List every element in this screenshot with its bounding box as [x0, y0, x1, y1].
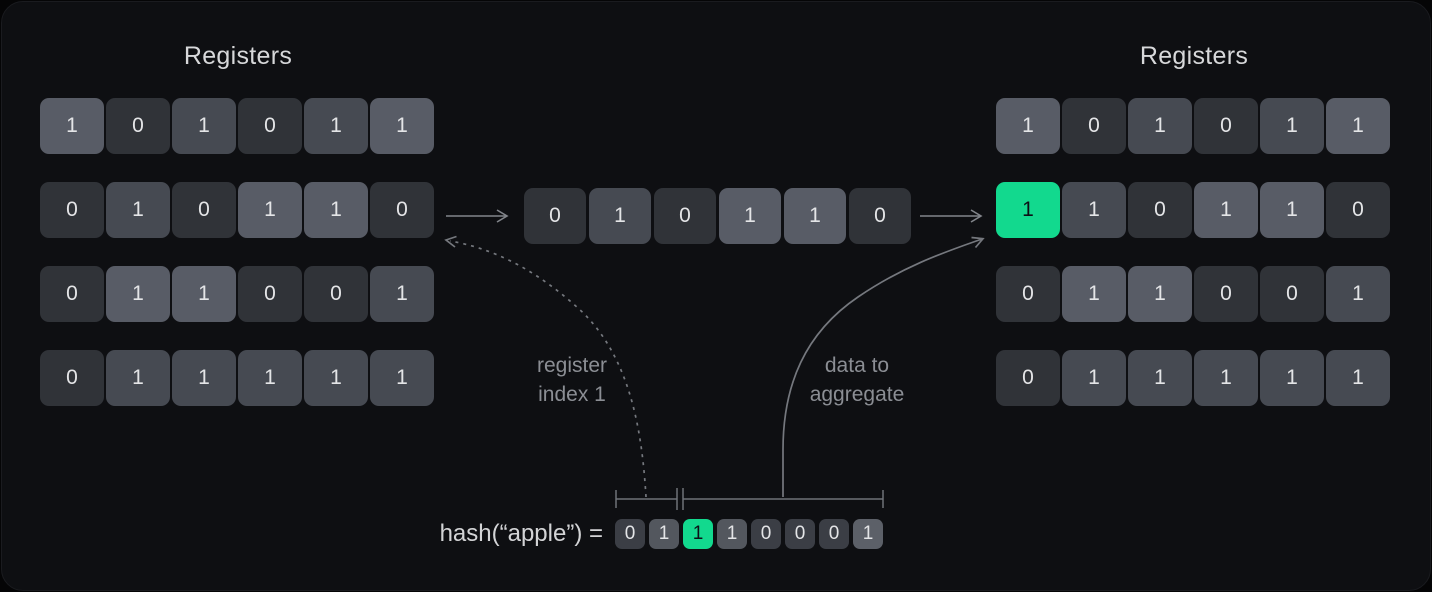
register-cell: 1 — [1326, 350, 1390, 406]
annotation-line: register — [536, 354, 608, 377]
left-registers-title: Registers — [183, 42, 293, 70]
register-cell: 1 — [304, 98, 368, 154]
register-cell: 1 — [1062, 266, 1126, 322]
register-cell: 0 — [1194, 98, 1258, 154]
hashed-row-cell: 0 — [849, 188, 911, 244]
hashed-row-cell: 1 — [589, 188, 651, 244]
register-cell: 1 — [1194, 350, 1258, 406]
register-cell: 1 — [172, 98, 236, 154]
register-cell: 0 — [304, 266, 368, 322]
register-cell: 1 — [1062, 350, 1126, 406]
register-cell: 0 — [40, 266, 104, 322]
register-cell: 0 — [1128, 182, 1192, 238]
register-cell: 1 — [304, 182, 368, 238]
register-cell: 1 — [172, 266, 236, 322]
annotation-line: aggregate — [809, 383, 905, 406]
register-cell: 0 — [996, 350, 1060, 406]
register-cell: 0 — [1326, 182, 1390, 238]
hash-bit: 0 — [785, 519, 815, 549]
annotation-line: data to — [824, 354, 890, 377]
register-cell: 1 — [996, 98, 1060, 154]
right-registers-title: Registers — [1139, 42, 1249, 70]
register-cell: 0 — [106, 98, 170, 154]
register-cell: 1 — [106, 266, 170, 322]
register-cell: 0 — [40, 182, 104, 238]
register-cell: 1 — [106, 350, 170, 406]
hashed-row-cell: 0 — [654, 188, 716, 244]
hash-bit: 0 — [819, 519, 849, 549]
hash-expression-text: hash(“apple”) = — [439, 520, 603, 547]
hash-bit: 1 — [853, 519, 883, 549]
hash-bit-highlighted: 1 — [683, 519, 713, 549]
hashed-row-cell: 0 — [524, 188, 586, 244]
register-cell: 0 — [1260, 266, 1324, 322]
annotation-line: index 1 — [538, 383, 606, 406]
hash-bit: 1 — [717, 519, 747, 549]
data-aggregate-label: data to aggregate — [773, 351, 941, 409]
hash-bit: 1 — [649, 519, 679, 549]
register-cell: 1 — [1128, 266, 1192, 322]
register-cell: 0 — [238, 98, 302, 154]
register-index-label: register index 1 — [498, 351, 646, 409]
register-cell: 1 — [40, 98, 104, 154]
register-cell: 1 — [370, 266, 434, 322]
hash-bit: 0 — [751, 519, 781, 549]
register-cell: 0 — [172, 182, 236, 238]
register-cell: 0 — [40, 350, 104, 406]
register-cell: 1 — [106, 182, 170, 238]
register-cell: 1 — [1194, 182, 1258, 238]
register-cell: 0 — [1062, 98, 1126, 154]
register-cell-highlighted: 1 — [996, 182, 1060, 238]
register-cell: 1 — [1128, 98, 1192, 154]
register-cell: 1 — [1260, 98, 1324, 154]
register-cell: 1 — [304, 350, 368, 406]
register-cell: 1 — [1326, 266, 1390, 322]
register-cell: 1 — [1062, 182, 1126, 238]
register-cell: 1 — [1326, 98, 1390, 154]
register-cell: 1 — [370, 350, 434, 406]
register-cell: 1 — [1260, 182, 1324, 238]
register-cell: 0 — [238, 266, 302, 322]
hashed-row-cell: 1 — [719, 188, 781, 244]
register-cell: 1 — [370, 98, 434, 154]
register-cell: 0 — [1194, 266, 1258, 322]
hash-bit: 0 — [615, 519, 645, 549]
register-cell: 0 — [996, 266, 1060, 322]
register-cell: 1 — [238, 182, 302, 238]
register-cell: 1 — [172, 350, 236, 406]
register-cell: 0 — [370, 182, 434, 238]
hashed-row-cell: 1 — [784, 188, 846, 244]
register-cell: 1 — [1128, 350, 1192, 406]
register-cell: 1 — [238, 350, 302, 406]
register-cell: 1 — [1260, 350, 1324, 406]
